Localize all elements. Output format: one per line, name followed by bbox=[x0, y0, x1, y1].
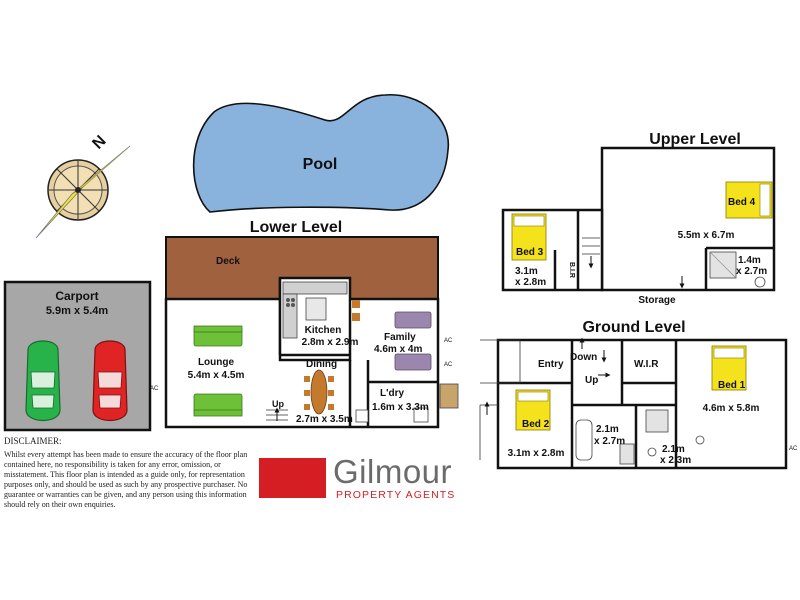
bath2-dims-2: x 2.3m bbox=[660, 455, 691, 466]
ac-label-1: AC bbox=[150, 386, 159, 392]
upper-bath-dims-1: 1.4m bbox=[738, 255, 761, 266]
ac-label-3: AC bbox=[444, 362, 453, 368]
bath1-dims-2: x 2.7m bbox=[594, 436, 625, 447]
kitchen-name: Kitchen bbox=[305, 325, 342, 336]
ground-ac-label: AC bbox=[789, 446, 798, 452]
laundry-step bbox=[439, 383, 459, 409]
bed1-dims: 4.6m x 5.8m bbox=[703, 403, 760, 414]
lounge-name: Lounge bbox=[198, 357, 235, 368]
bath-fixtures bbox=[575, 409, 705, 465]
bed-icon bbox=[515, 345, 747, 431]
compass-north-label: N bbox=[89, 133, 109, 153]
shower-icon bbox=[709, 251, 766, 288]
bir-label: B.I.R bbox=[568, 262, 575, 278]
bed2-dims: 3.1m x 2.8m bbox=[508, 448, 565, 459]
ac-label-2: AC bbox=[444, 338, 453, 344]
carport-dims: 5.9m x 5.4m bbox=[46, 305, 109, 317]
disclaimer-heading: DISCLAIMER: bbox=[4, 436, 62, 446]
pool bbox=[192, 94, 450, 213]
sofa-purple-icon bbox=[394, 311, 432, 371]
brand-tagline: PROPERTY AGENTS bbox=[336, 489, 456, 501]
kitchen-counter bbox=[282, 281, 348, 339]
family-dims: 4.6m x 4m bbox=[374, 344, 422, 355]
stairs-upper bbox=[582, 237, 600, 255]
laundry-tub bbox=[413, 407, 429, 423]
upper-bath-dims-2: x 2.7m bbox=[736, 266, 767, 277]
lounge-dims: 5.4m x 4.5m bbox=[188, 370, 245, 381]
lower-level-title: Lower Level bbox=[250, 219, 342, 236]
bed1-name: Bed 1 bbox=[718, 380, 746, 391]
dining-dims: 2.7m x 3.5m bbox=[296, 414, 353, 425]
compass-icon bbox=[35, 145, 131, 239]
bath1-dims-1: 2.1m bbox=[596, 424, 619, 435]
car-green-icon bbox=[25, 340, 61, 422]
bed3-name: Bed 3 bbox=[516, 247, 544, 258]
ground-level-title: Ground Level bbox=[582, 319, 685, 336]
bed-icon bbox=[511, 181, 773, 261]
dining-name: Dining bbox=[306, 359, 337, 370]
kitchen-dims: 2.8m x 2.9m bbox=[302, 337, 359, 348]
disclaimer-text: Whilst every attempt has been made to en… bbox=[4, 450, 248, 509]
car-red-icon bbox=[92, 340, 128, 422]
brand-logo-icon bbox=[259, 458, 326, 498]
laundry-name: L'dry bbox=[380, 388, 404, 399]
ground-up-label: Up bbox=[585, 375, 598, 386]
lower-up-label: Up bbox=[272, 399, 284, 409]
bar-stools bbox=[352, 300, 360, 321]
laundry-dims: 1.6m x 3.3m bbox=[372, 402, 429, 413]
bed2-name: Bed 2 bbox=[522, 419, 550, 430]
bed3-dims-1: 3.1m bbox=[515, 266, 538, 277]
pool-label: Pool bbox=[303, 156, 338, 173]
deck-label: Deck bbox=[216, 256, 240, 267]
upper-level-walls bbox=[501, 146, 776, 292]
bath2-dims-1: 2.1m bbox=[662, 444, 685, 455]
bed4-dims: 5.5m x 6.7m bbox=[678, 230, 735, 241]
laundry-machine bbox=[355, 409, 369, 423]
family-name: Family bbox=[384, 332, 416, 343]
bed4-name: Bed 4 bbox=[728, 197, 756, 208]
brand-name: Gilmour bbox=[333, 453, 453, 490]
wir-label: W.I.R bbox=[634, 359, 659, 370]
storage-label: Storage bbox=[638, 295, 676, 306]
carport-name: Carport bbox=[55, 289, 98, 303]
upper-level-title: Upper Level bbox=[649, 131, 741, 148]
bed3-dims-2: x 2.8m bbox=[515, 277, 546, 288]
entry-label: Entry bbox=[538, 359, 564, 370]
down-label: Down bbox=[570, 352, 597, 363]
sofa-green-icon bbox=[193, 325, 243, 417]
dining-table-icon bbox=[304, 369, 334, 415]
